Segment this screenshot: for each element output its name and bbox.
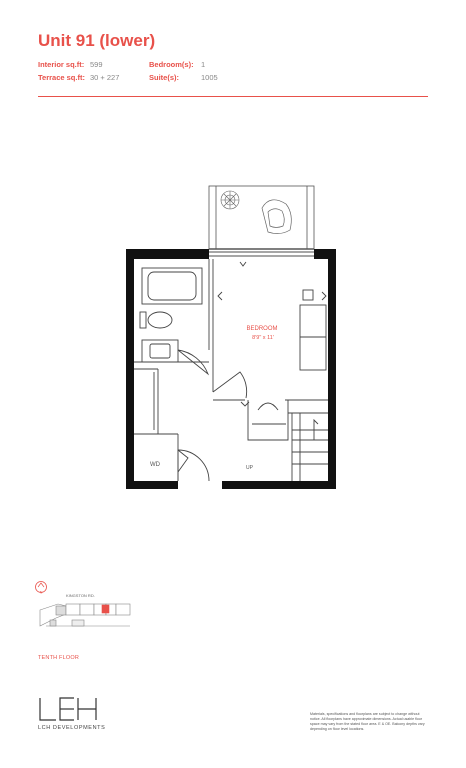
exterior-walls (126, 249, 336, 489)
terrace-sqft: Terrace sq.ft: 30 + 227 (38, 73, 119, 82)
terrace-sqft-label: Terrace sq.ft: (38, 73, 85, 82)
unit-title: Unit 91 (lower) (38, 31, 156, 50)
floor-label: TENTH FLOOR (38, 655, 80, 661)
window-line (209, 251, 314, 257)
suites-value: 1005 (201, 73, 218, 82)
terrace-plant-icon (220, 190, 240, 210)
compass-letter: N (40, 591, 43, 595)
suites: Suite(s): 1005 (149, 73, 218, 82)
compass-icon (35, 581, 47, 593)
bedrooms-value: 1 (201, 60, 206, 69)
header-divider (38, 96, 428, 97)
terrace-sqft-value: 30 + 227 (90, 73, 120, 82)
key-plan-unit-highlight (101, 604, 110, 614)
road-label: KINGSTON RD. (66, 593, 95, 598)
up-label: UP (246, 465, 254, 471)
logo-caption: LCH DEVELOPMENTS (38, 725, 106, 731)
interior-sqft-label: Interior sq.ft: (38, 60, 85, 69)
terrace-chair-icon (261, 199, 292, 234)
interior-sqft-value: 599 (90, 60, 103, 69)
wd-label: WD (150, 462, 161, 468)
disclaimer-text: Materials, specifications and floorplans… (310, 712, 425, 731)
lch-logo (39, 697, 97, 721)
bedrooms: Bedroom(s): 1 (149, 60, 205, 69)
bedroom-label: BEDROOM (246, 326, 277, 332)
suites-label: Suite(s): (149, 73, 179, 82)
terrace (208, 185, 315, 250)
interior-lines (134, 259, 328, 482)
key-plan (39, 603, 131, 627)
bedrooms-label: Bedroom(s): (149, 60, 194, 69)
interior-sqft: Interior sq.ft: 599 (38, 60, 103, 69)
bedroom-dims: 8'9" x 11' (252, 335, 274, 341)
